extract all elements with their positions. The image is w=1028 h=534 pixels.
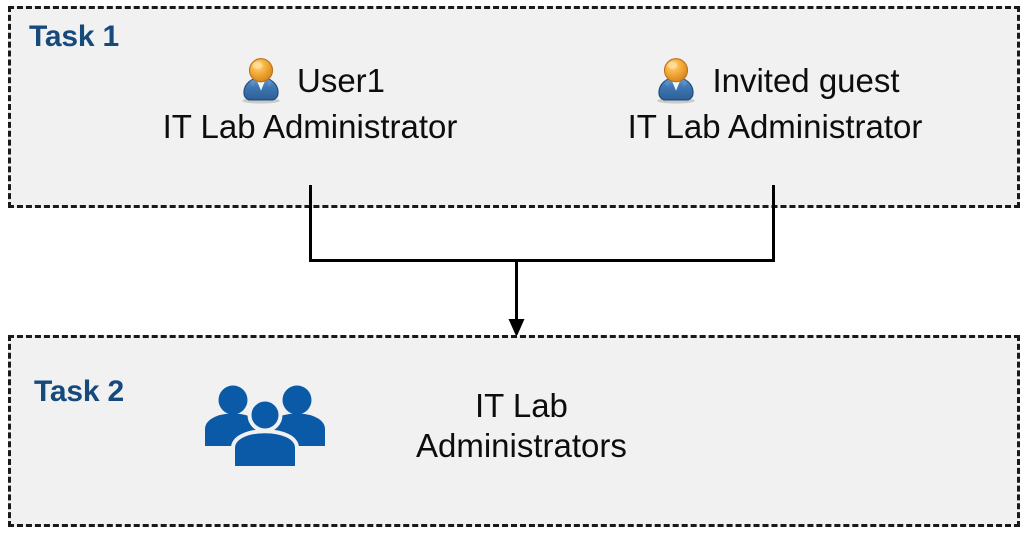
member-invited-guest-role: IT Lab Administrator — [627, 108, 923, 145]
group-row: IT Lab Administrators — [200, 380, 800, 472]
task-2-label: Task 2 — [34, 375, 124, 408]
member-invited-guest-name: Invited guest — [712, 61, 900, 99]
member-user1-header: User1 — [120, 52, 500, 108]
group-people-icon — [205, 385, 325, 470]
member-invited-guest: Invited guest IT Lab Administrator — [575, 52, 975, 145]
member-invited-guest-header: Invited guest — [575, 52, 975, 108]
member-user1-role: IT Lab Administrator — [162, 108, 458, 145]
task-1-container — [8, 6, 1020, 208]
task-1-label: Task 1 — [29, 20, 119, 53]
member-user1: User1 IT Lab Administrator — [120, 52, 500, 145]
group-name-label: IT Lab Administrators — [416, 386, 627, 464]
task-2-container — [8, 335, 1020, 527]
member-user1-name: User1 — [296, 61, 386, 99]
user-icon — [242, 58, 280, 104]
user-icon — [657, 58, 696, 104]
